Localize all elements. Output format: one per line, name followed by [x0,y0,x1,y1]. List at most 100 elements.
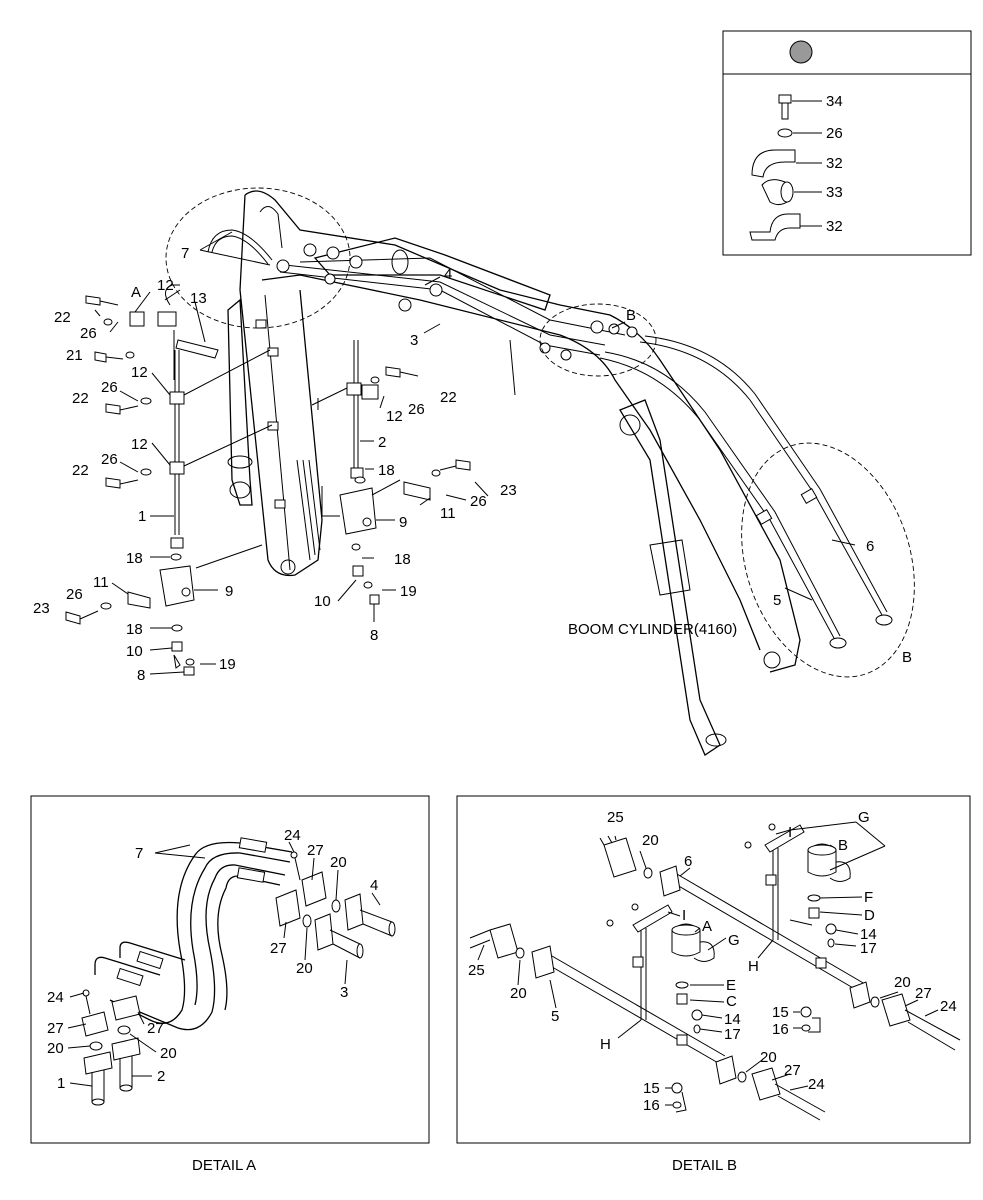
detail-b-label-20-b: 20 [510,985,527,1002]
label-26-e: 26 [408,401,425,418]
detail-b-label-5: 5 [551,1008,559,1025]
detail-b-label-f: F [864,889,873,906]
detail-b-label-24-b: 24 [808,1076,825,1093]
detail-b-label-16-b: 16 [643,1097,660,1114]
detail-b-label-g-2: G [728,932,740,949]
detail-b-label-c: C [726,993,737,1010]
detail-a-label-3: 3 [340,984,348,1001]
label-2: 2 [378,434,386,451]
label-21: 21 [66,347,83,364]
detail-b-callout-bottom [741,442,915,678]
detail-a-label-27-c: 27 [47,1020,64,1037]
label-18-c: 18 [378,462,395,479]
label-11-b: 11 [440,505,456,522]
detail-a-label-2: 2 [157,1068,165,1085]
detail-a-label-27-a: 27 [307,842,324,859]
detail-b-label-20-d: 20 [760,1049,777,1066]
detail-b-label-24-a: 24 [940,998,957,1015]
label-b-bottom: B [902,649,912,666]
label-5: 5 [773,592,781,609]
detail-b-label-25-b: 25 [468,962,485,979]
detail-b-label-15-b: 15 [643,1080,660,1097]
label-12-a: 12 [157,277,174,294]
label-12-b: 12 [131,364,148,381]
detail-b-label-6: 6 [684,853,692,870]
pipe-2-assembly [311,340,471,605]
detail-b-label-20-c: 20 [894,974,911,991]
label-8-a: 8 [137,667,145,684]
detail-b-caption: DETAIL B [672,1157,737,1174]
detail-a-label-20-c: 20 [47,1040,64,1057]
detail-a-label-20-b: 20 [296,960,313,977]
label-22-a: 22 [54,309,71,326]
label-10-b: 10 [314,593,331,610]
detail-b-callout-top [539,303,657,377]
detail-b-label-a: A [702,918,712,935]
detail-b-label-17-a: 17 [860,940,877,957]
label-6: 6 [866,538,874,555]
detail-b-label-25-a: 25 [607,809,624,826]
inset-label-34: 34 [826,93,843,110]
label-10-a: 10 [126,643,143,660]
pipe-1-assembly [65,284,273,676]
label-26-a: 26 [80,325,97,342]
label-19-b: 19 [400,583,417,600]
label-a: A [131,284,141,301]
detail-a-label-27-b: 27 [270,940,287,957]
detail-a-label-7: 7 [135,845,143,862]
detail-b-label-h-2: H [600,1036,611,1053]
label-26-c: 26 [101,451,118,468]
detail-b-label-16-a: 16 [772,1021,789,1038]
label-11-a: 11 [93,574,109,591]
detail-b-panel: 25 20 6 G I B F D 14 17 H I A G 25 20 5 … [456,795,971,1144]
label-b-top: B [626,307,636,324]
paint-dot-icon [789,40,813,64]
label-26-f: 26 [470,493,487,510]
detail-a-label-27-d: 27 [147,1020,164,1037]
label-12-c: 12 [131,436,148,453]
boom-cylinder-caption: BOOM CYLINDER(4160) [568,621,737,638]
label-12-d: 12 [386,408,403,425]
detail-a-label-24-b: 24 [47,989,64,1006]
detail-a-label-24-a: 24 [284,827,301,844]
label-23-a: 23 [33,600,50,617]
main-leader-lines [94,231,856,675]
detail-a-label-20-d: 20 [160,1045,177,1062]
detail-b-label-17-b: 17 [724,1026,741,1043]
label-4: 4 [444,266,452,283]
inset-label-32-lower: 32 [826,218,843,235]
main-labels: 7 4 3 A B B 12 13 22 26 21 12 22 26 12 2… [33,245,912,684]
detail-a-label-1: 1 [57,1075,65,1092]
detail-b-label-14-a: 14 [860,926,877,943]
detail-b-label-i-2: I [682,907,686,924]
label-18-a: 18 [126,550,143,567]
detail-b-label-b: B [838,837,848,854]
boom-assembly [207,190,893,756]
clamp-inset: 34 26 32 33 32 [722,30,972,256]
detail-b-label-h-1: H [748,958,759,975]
label-9-b: 9 [399,514,407,531]
inset-label-33: 33 [826,184,843,201]
detail-a-caption: DETAIL A [192,1157,256,1174]
label-7: 7 [181,245,189,262]
label-23-b: 23 [500,482,517,499]
label-26-d: 26 [66,586,83,603]
label-22-b: 22 [72,390,89,407]
detail-b-label-g-1: G [858,809,870,826]
detail-b-label-d: D [864,907,875,924]
detail-b-label-14-b: 14 [724,1011,741,1028]
label-22-c: 22 [72,462,89,479]
detail-b-label-27-b: 27 [784,1062,801,1079]
detail-a-label-4: 4 [370,877,378,894]
label-1: 1 [138,508,146,525]
detail-b-label-e: E [726,977,736,994]
label-19-a: 19 [219,656,236,673]
label-3: 3 [410,332,418,349]
detail-a-label-20-a: 20 [330,854,347,871]
label-22-d: 22 [440,389,457,406]
detail-a-panel: 7 24 27 20 4 27 20 3 24 27 27 20 20 1 2 [30,795,430,1144]
detail-b-label-27-a: 27 [915,985,932,1002]
detail-a-callout [165,187,351,329]
label-26-b: 26 [101,379,118,396]
